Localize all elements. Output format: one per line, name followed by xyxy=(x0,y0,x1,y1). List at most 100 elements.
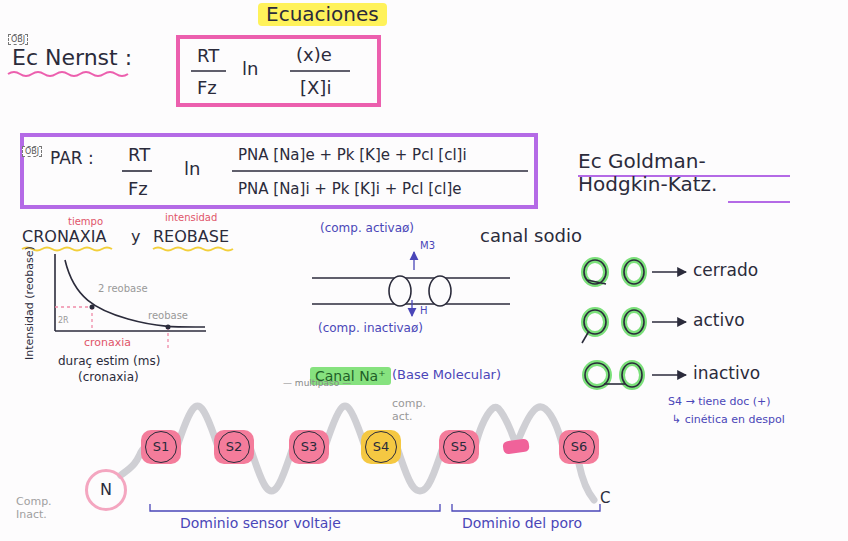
curve-point xyxy=(90,305,95,310)
domain-bracket xyxy=(150,504,440,511)
segment-blob xyxy=(361,430,401,464)
node-text: RT xyxy=(128,145,150,166)
gate-active xyxy=(582,310,644,343)
curve-label: 2 reobase xyxy=(98,283,148,295)
section-heading: y xyxy=(131,228,140,246)
gate-label: (comp. activaø) xyxy=(320,222,414,236)
object-marker: OBJ xyxy=(8,34,28,45)
segment-circle: S1 xyxy=(145,431,177,463)
segment-blob xyxy=(289,430,329,464)
state-label: inactivo xyxy=(693,364,760,384)
section-heading: REOBASE xyxy=(153,228,229,246)
peptide-chain xyxy=(177,406,218,447)
node-text: S3 xyxy=(301,440,318,455)
gate-label: (comp. inactivaø) xyxy=(318,322,423,336)
domain-label: Dominio sensor voltaje xyxy=(180,515,341,531)
gate-m xyxy=(389,276,411,306)
segment-circle: S5 xyxy=(443,431,475,463)
fraction-bar xyxy=(191,70,226,72)
segment-circle: S6 xyxy=(563,431,595,463)
dashed-guide xyxy=(55,306,92,307)
segment-circle: S4 xyxy=(365,431,397,463)
axis-label: Intensidad (reobase) xyxy=(24,246,37,360)
underline xyxy=(728,201,790,203)
object-marker: OBJ xyxy=(22,146,42,157)
section-note: (Base Molecular) xyxy=(392,368,501,383)
note: ↳ cinética en despol xyxy=(672,414,785,427)
equation-box: Ec Nernst :RTFzln(x)e[X]i xyxy=(176,35,381,107)
annotation: — multipaso — xyxy=(283,378,351,388)
section-heading: canal sodio xyxy=(480,226,582,247)
node-text: ln xyxy=(242,59,258,80)
dashed-guide xyxy=(167,327,168,350)
arrow xyxy=(411,300,412,316)
membrane-line xyxy=(312,277,510,279)
annotation: tiempo xyxy=(68,216,103,228)
segment-circle: S2 xyxy=(218,431,250,463)
fraction-bar xyxy=(232,170,528,172)
arrow xyxy=(652,321,686,322)
domain-label: Dominio del poro xyxy=(462,515,582,531)
node-text: (x)e xyxy=(296,45,332,66)
peptide-chain xyxy=(325,406,365,447)
node-text: [X]i xyxy=(300,78,331,99)
state-label: activo xyxy=(693,311,745,331)
dashed-guide xyxy=(91,307,92,331)
segment-blob xyxy=(141,430,181,464)
page-title: Ecuaciones xyxy=(258,3,387,26)
fraction-bar xyxy=(122,170,152,172)
equation-name: Ec Goldman-Hodgkin-Katz. xyxy=(578,150,793,196)
state-label: cerrado xyxy=(693,261,758,281)
axis xyxy=(54,254,56,331)
pore-loop xyxy=(502,438,530,454)
gate-inactive xyxy=(585,363,642,387)
node-text: PNA [Na]e + Pk [K]e + Pcl [cl]i xyxy=(238,147,467,164)
curve-point xyxy=(166,325,171,330)
arrow xyxy=(413,252,414,270)
arrow xyxy=(652,271,686,272)
domain-bracket xyxy=(452,504,600,511)
annotation: comp. act. xyxy=(392,398,434,423)
node-text: S4 xyxy=(373,440,390,455)
node-text: RT xyxy=(197,46,219,67)
gate-closed xyxy=(584,260,644,284)
node-text: S5 xyxy=(451,440,468,455)
annotation: Comp. Inact. xyxy=(16,496,68,521)
node-text: N xyxy=(100,481,112,499)
peptide-chain xyxy=(250,447,293,491)
node-text: Fz xyxy=(128,179,148,200)
node-text: PNA [Na]i + Pk [K]i + Pcl [cl]e xyxy=(238,181,462,198)
curve-label: 2R xyxy=(58,316,69,325)
node-text: S1 xyxy=(153,440,170,455)
annotation: intensidad xyxy=(165,212,217,224)
gate-label: M3 xyxy=(420,240,435,252)
node-text: S2 xyxy=(226,440,243,455)
membrane-line xyxy=(312,303,510,305)
curve-label: reobase xyxy=(148,310,188,322)
equation-heading: Ec Nernst : xyxy=(12,45,132,70)
axis xyxy=(55,330,206,332)
axis-label: duraç estim (ms) xyxy=(58,355,160,369)
gate-h xyxy=(429,276,451,306)
strength-duration-curve xyxy=(65,260,205,327)
n-terminus: N xyxy=(85,469,127,511)
segment-circle: S3 xyxy=(293,431,325,463)
wavy-underline xyxy=(153,248,233,251)
peptide-chain xyxy=(397,447,443,491)
segment-blob xyxy=(559,430,599,464)
equation-heading: PAR : xyxy=(50,149,94,169)
node-text: S6 xyxy=(571,440,588,455)
note: S4 → tiene doc (+) xyxy=(668,396,771,409)
c-terminal-tail xyxy=(579,464,594,500)
wavy-underline xyxy=(8,72,128,76)
arrow xyxy=(652,374,686,375)
gate-label: H xyxy=(420,305,428,317)
node-text: ln xyxy=(184,159,200,180)
segment-blob xyxy=(439,430,479,464)
terminus-label: C xyxy=(600,490,610,507)
axis-label: (cronaxia) xyxy=(78,371,139,385)
section-heading: CRONAXIA xyxy=(22,228,106,246)
axis-mark: cronaxia xyxy=(84,337,131,350)
fraction-bar xyxy=(290,70,350,72)
segment-blob xyxy=(214,430,254,464)
